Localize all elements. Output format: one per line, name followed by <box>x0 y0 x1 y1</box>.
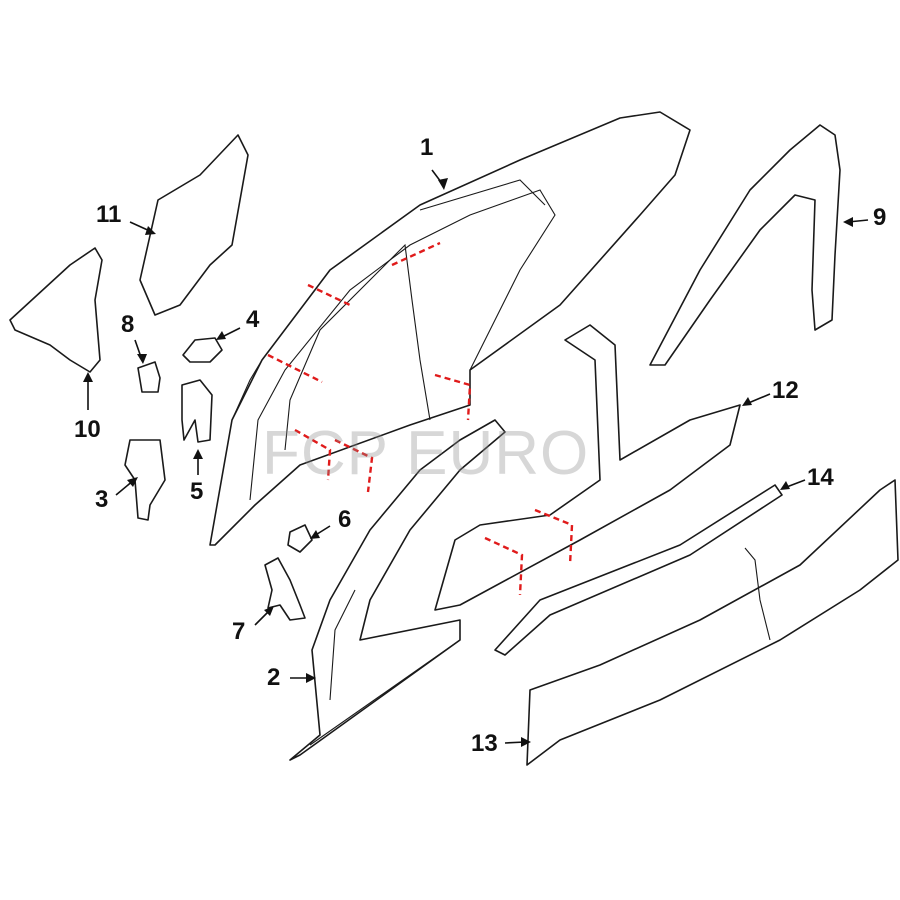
callout-6: 6 <box>338 506 352 533</box>
part-6-clip <box>287 524 313 553</box>
part-12-b-pillar <box>434 324 741 611</box>
callout-7: 7 <box>232 618 246 645</box>
part-11-panel <box>139 134 249 316</box>
part-2-a-pillar-rocker <box>289 419 506 761</box>
part-5-bracket <box>181 379 213 443</box>
part-8-bracket <box>137 361 161 393</box>
part-10-panel <box>9 247 103 373</box>
callout-2: 2 <box>267 664 281 691</box>
part-4-plate <box>182 337 223 363</box>
part-9-rear-pillar <box>649 124 841 366</box>
part-7-bracket <box>264 557 306 621</box>
callout-8: 8 <box>121 311 135 338</box>
cut-lines <box>267 241 574 596</box>
part-13-outer-rocker <box>526 479 899 766</box>
part-3-bracket <box>124 439 166 521</box>
callout-5: 5 <box>190 478 204 505</box>
part-1-side-panel <box>209 111 691 546</box>
callout-12: 12 <box>772 377 799 404</box>
callout-13: 13 <box>471 730 498 757</box>
watermark-logo: FCP EURO <box>262 419 590 488</box>
callout-11: 11 <box>96 201 122 228</box>
callout-4: 4 <box>246 306 260 333</box>
callout-14: 14 <box>807 464 834 491</box>
callout-1: 1 <box>420 134 434 161</box>
callout-9: 9 <box>873 204 887 231</box>
callout-3: 3 <box>95 486 109 513</box>
callout-10: 10 <box>74 416 101 443</box>
part-14-rocker-reinforcement <box>494 484 783 656</box>
callout-arrows <box>83 169 869 747</box>
